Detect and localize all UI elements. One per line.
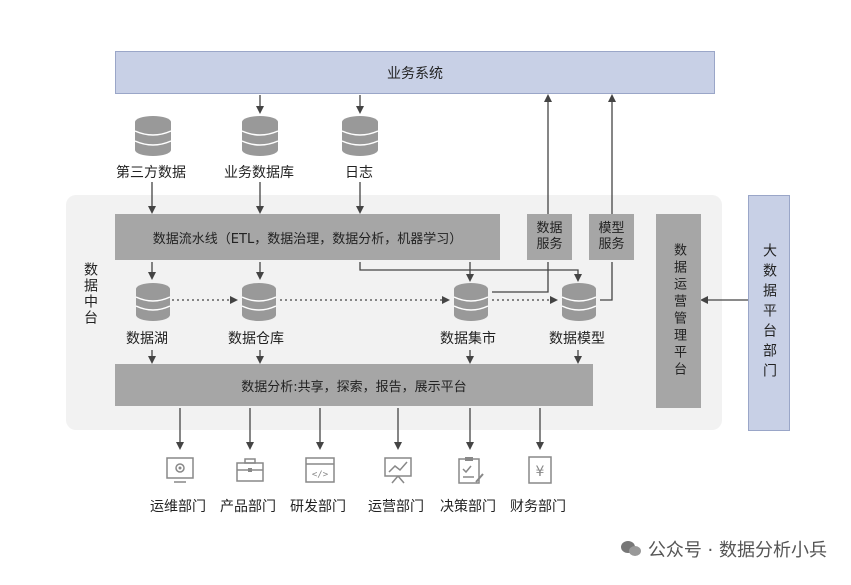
dept-label-ops: 运维部门 [150,499,206,515]
model-service-box: 模型服务 [589,214,634,260]
dept-label-finance: 财务部门 [510,499,566,515]
dept-label-operations: 运营部门 [368,499,424,515]
store-label-data-lake: 数据湖 [126,331,168,347]
ops-monitor-gear-icon [166,457,194,483]
database-icon [453,283,489,321]
ops-platform-box: 数据运营管理平台 [656,214,701,408]
clipboard-check-icon [458,457,484,484]
analysis-platform-label: 数据分析:共享，探索，报告，展示平台 [241,379,467,395]
database-icon [135,283,171,321]
bigdata-dept-label: 大数据平台部门 [761,243,777,383]
dept-label-rnd: 研发部门 [290,499,346,515]
finance-document-icon: ¥ [528,456,552,484]
data-pipeline-box: 数据流水线（ETL，数据治理，数据分析，机器学习） [115,214,500,260]
database-icon [341,116,379,156]
database-icon [561,283,597,321]
business-system-box: 业务系统 [115,51,715,94]
store-label-data-model: 数据模型 [549,331,605,347]
model-service-label: 模型服务 [598,221,625,252]
database-icon [134,116,172,156]
source-label-third-party: 第三方数据 [116,165,186,181]
source-label-log: 日志 [345,165,373,181]
briefcase-icon [236,458,264,482]
store-label-data-warehouse: 数据仓库 [228,331,284,347]
code-window-icon: </> [305,457,335,483]
data-service-label: 数据服务 [536,221,563,252]
svg-text:¥: ¥ [536,464,545,480]
data-platform-label: 数据中台 [82,262,98,326]
watermark: 公众号 · 数据分析小兵 [620,536,827,562]
ops-platform-label: 数据运营管理平台 [671,243,686,379]
wechat-icon [620,541,641,556]
database-icon [241,283,277,321]
store-label-data-mart: 数据集市 [440,331,496,347]
data-service-box: 数据服务 [527,214,572,260]
database-icon [241,116,279,156]
analysis-platform-box: 数据分析:共享，探索，报告，展示平台 [115,364,593,406]
business-system-label: 业务系统 [387,65,443,82]
watermark-text: 公众号 · 数据分析小兵 [647,540,827,561]
svg-text:</>: </> [312,470,329,480]
source-label-business-db: 业务数据库 [224,165,294,181]
data-pipeline-label: 数据流水线（ETL，数据治理，数据分析，机器学习） [152,231,463,247]
dept-label-product: 产品部门 [220,499,276,515]
presentation-chart-icon [384,457,412,484]
bigdata-dept-box: 大数据平台部门 [748,195,790,431]
dept-label-decision: 决策部门 [440,499,496,515]
